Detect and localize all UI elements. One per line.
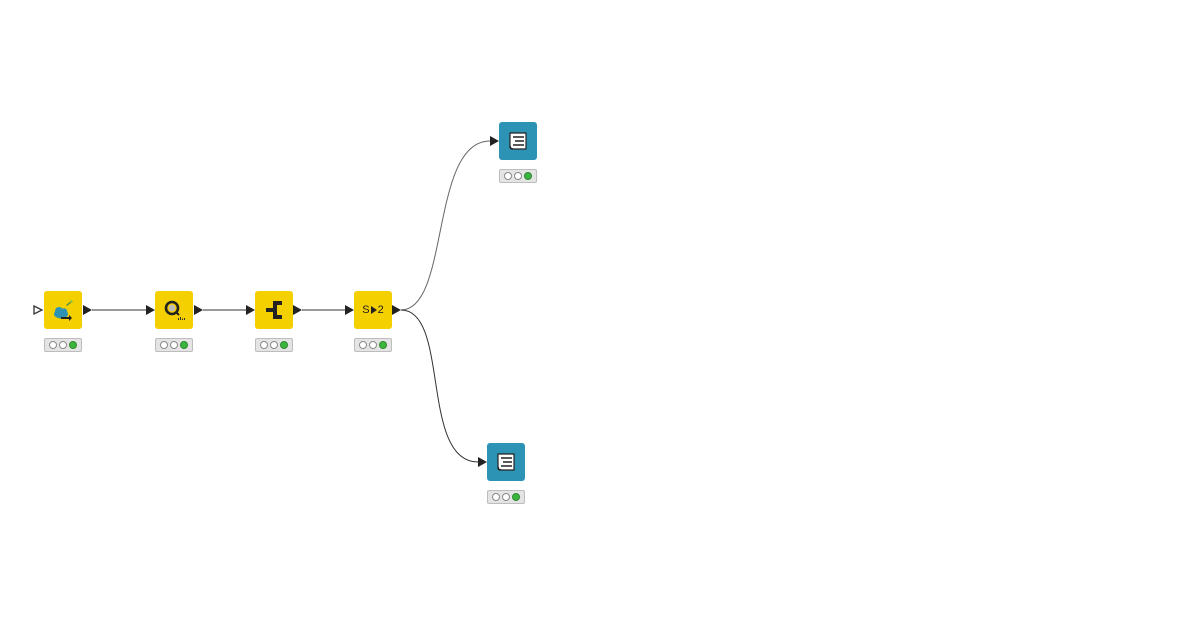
status-light-executed [512,493,520,501]
splitter-label-left: S [362,304,370,316]
node-3-status [255,338,293,352]
node-cloud-upload[interactable] [44,291,82,329]
status-light-executed [379,341,387,349]
status-light [170,341,178,349]
status-light [369,341,377,349]
connection-4-6[interactable] [400,309,479,463]
output-port-icon[interactable] [392,305,401,315]
node-table-writer-top[interactable] [499,122,537,160]
output-port-icon[interactable] [194,305,203,315]
status-light [492,493,500,501]
node-table-writer-bottom[interactable] [487,443,525,481]
connection-arrow-icon [478,457,487,467]
node-2-status [155,338,193,352]
output-port-icon[interactable] [293,305,302,315]
connection-arrow-icon [345,305,354,315]
connection-4-5[interactable] [400,140,491,311]
table-writer-icon [497,453,515,471]
status-light-executed [280,341,288,349]
status-light [270,341,278,349]
status-light [59,341,67,349]
input-port-icon[interactable] [33,304,44,316]
cloud-upload-icon [54,300,73,321]
status-light [504,172,512,180]
column-filter-icon [266,301,282,319]
connection-arrow-icon [490,136,499,146]
status-light [260,341,268,349]
node-magnifier-chart[interactable] [155,291,193,329]
connection-arrow-icon [246,305,255,315]
node-5-status [499,169,537,183]
node-1-status [44,338,82,352]
status-light [49,341,57,349]
node-6-status [487,490,525,504]
status-light [502,493,510,501]
status-light-executed [180,341,188,349]
node-4-status [354,338,392,352]
table-writer-icon [509,132,527,150]
status-light-executed [69,341,77,349]
status-light [160,341,168,349]
splitter-label-right: 2 [377,304,384,316]
output-port-icon[interactable] [83,305,92,315]
connection-arrow-icon [146,305,155,315]
status-light [514,172,522,180]
play-arrow-icon [370,306,377,314]
node-splitter[interactable]: S 2 [354,291,392,329]
node-column-filter[interactable] [255,291,293,329]
splitter-icon: S 2 [362,304,383,316]
status-light-executed [524,172,532,180]
magnifier-chart-icon [164,300,185,320]
status-light [359,341,367,349]
